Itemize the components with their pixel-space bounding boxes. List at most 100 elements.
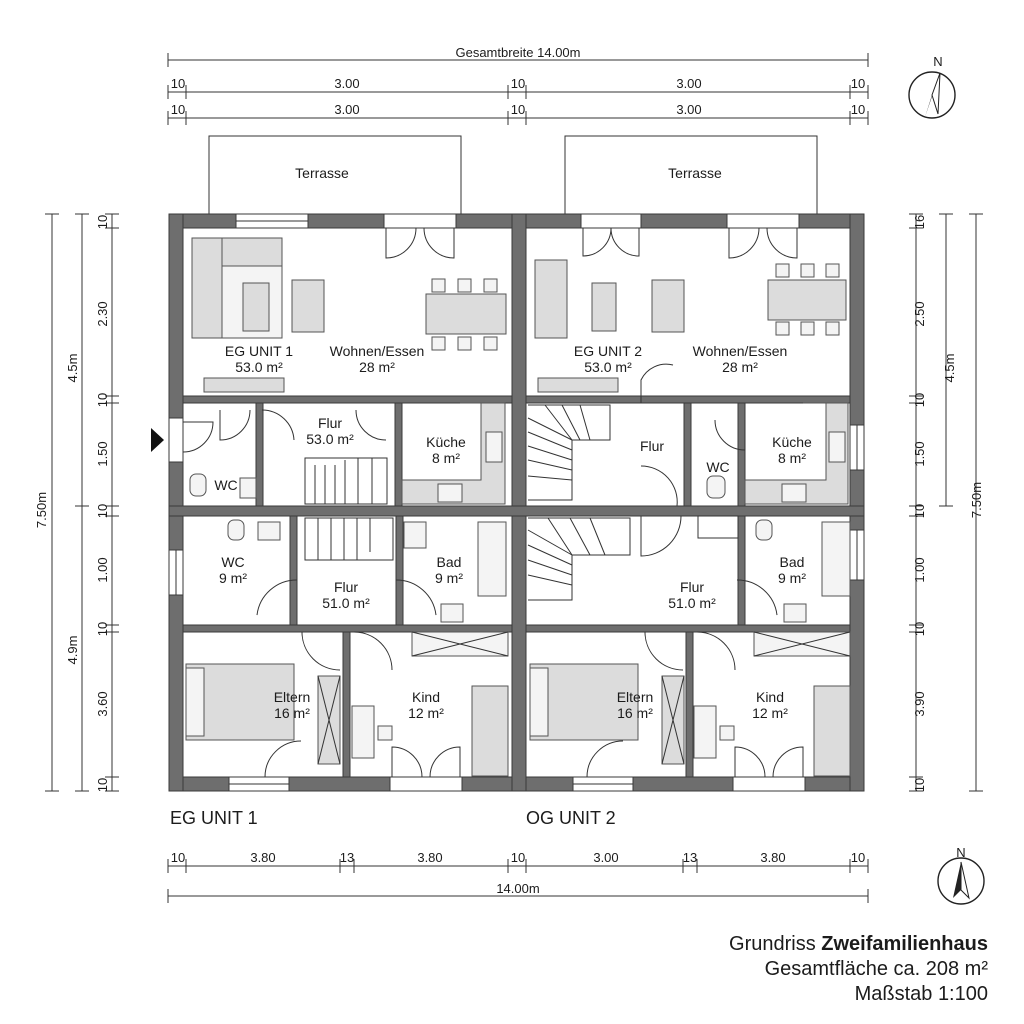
room-living2-area: 28 m² (722, 359, 758, 375)
north-arrow-bottom-icon: N (937, 845, 985, 905)
dim-row2-d: 3.00 (676, 102, 701, 117)
title-prefix: Grundriss (729, 933, 822, 955)
room-labels: EG UNIT 1 53.0 m² Wohnen/Essen 28 m² Flu… (214, 343, 812, 721)
dim-right-seg-4: 1.50 (912, 441, 927, 466)
room-bad1-name: Bad (437, 554, 462, 570)
room-kitchen2-area: 8 m² (778, 450, 806, 466)
dim-row1-c: 10 (511, 76, 525, 91)
stairs (304, 404, 739, 601)
room-flur1-name: Flur (318, 415, 342, 431)
room-kind1-area: 12 m² (408, 705, 444, 721)
dim-right-outer: 7.50m (969, 482, 984, 518)
dim-left-seg-7: 10 (95, 622, 110, 636)
title-line-1: Grundriss Zweifamilienhaus (729, 932, 988, 957)
dim-right-seg-1: 16 (912, 215, 927, 229)
dim-left-lower: 4.9m (65, 636, 80, 665)
dim-left-seg-2: 2.30 (95, 301, 110, 326)
dim-row1-e: 10 (851, 76, 865, 91)
room-living1-area: 28 m² (359, 359, 395, 375)
left-dimensions: 7.50m 4.5m 4.9m 10 2.30 10 1.50 10 1.00 … (34, 213, 119, 792)
room-wc1-name: WC (214, 477, 237, 493)
title-line-2: Gesamtfläche ca. 208 m² (764, 958, 988, 980)
bottom-dimensions: 10 3.80 13 3.80 10 3.00 13 3.80 10 14.00… (167, 850, 869, 903)
room-unit1-area: 53.0 m² (235, 359, 283, 375)
dim-bottom-3: 13 (340, 850, 354, 865)
room-kitchen1-name: Küche (426, 434, 466, 450)
dim-right-seg-7: 10 (912, 622, 927, 636)
terrace-label-2: Terrasse (668, 165, 722, 181)
dim-right-seg-6: 1.00 (912, 557, 927, 582)
unit-label-1: EG UNIT 1 (170, 808, 258, 828)
dim-left-seg-6: 1.00 (95, 557, 110, 582)
dim-left-upper: 4.5m (65, 354, 80, 383)
room-eltern1-area: 16 m² (274, 705, 310, 721)
dim-right-seg-9: 10 (912, 778, 927, 792)
title-bold: Zweifamilienhaus (821, 933, 988, 955)
room-eltern2-name: Eltern (617, 689, 654, 705)
room-kitchen2-name: Küche (772, 434, 812, 450)
terraces: Terrasse Terrasse (208, 135, 818, 214)
dim-bottom-8: 3.80 (760, 850, 785, 865)
dim-bottom-1: 10 (171, 850, 185, 865)
dim-left-seg-4: 1.50 (95, 441, 110, 466)
room-wc3-area: 9 m² (219, 570, 247, 586)
dim-bottom-4: 3.80 (417, 850, 442, 865)
room-flur3-area: 51.0 m² (322, 595, 370, 611)
room-living2-name: Wohnen/Essen (693, 343, 788, 359)
dim-left-seg-9: 10 (95, 778, 110, 792)
dim-row1-a: 10 (171, 76, 185, 91)
room-kind2-area: 12 m² (752, 705, 788, 721)
dim-row2-c: 10 (511, 102, 525, 117)
room-flur4-area: 51.0 m² (668, 595, 716, 611)
dim-bottom-6: 3.00 (593, 850, 618, 865)
dim-bottom-2: 3.80 (250, 850, 275, 865)
dim-right-seg-3: 10 (912, 393, 927, 407)
dim-row2-e: 10 (851, 102, 865, 117)
room-flur3-name: Flur (334, 579, 358, 595)
dim-right-seg-2: 2.50 (912, 301, 927, 326)
dim-left-seg-1: 10 (95, 215, 110, 229)
dim-left-seg-5: 10 (95, 504, 110, 518)
dim-row2-a: 10 (171, 102, 185, 117)
room-wc3-name: WC (221, 554, 244, 570)
room-flur1-area: 53.0 m² (306, 431, 354, 447)
dim-bottom-5: 10 (511, 850, 525, 865)
top-dimensions: Gesamtbreite 14.00m 10 3.00 10 3.00 10 1… (167, 45, 869, 125)
room-flur2-name: Flur (640, 438, 664, 454)
dim-right-seg-8: 3.90 (912, 691, 927, 716)
room-flur4-name: Flur (680, 579, 704, 595)
dim-bottom-7: 13 (683, 850, 697, 865)
title-line-3: Maßstab 1:100 (854, 983, 988, 1005)
room-living1-name: Wohnen/Essen (330, 343, 425, 359)
dim-left-seg-8: 3.60 (95, 691, 110, 716)
room-bad2-area: 9 m² (778, 570, 806, 586)
dim-row1-d: 3.00 (676, 76, 701, 91)
room-unit2-area: 53.0 m² (584, 359, 632, 375)
right-dimensions: 16 2.50 10 1.50 10 1.00 10 3.90 10 4.5m … (909, 213, 984, 792)
dim-left-outer: 7.50m (34, 492, 49, 528)
room-unit1-name: EG UNIT 1 (225, 343, 293, 359)
room-kind2-name: Kind (756, 689, 784, 705)
room-kind1-name: Kind (412, 689, 440, 705)
room-bad2-name: Bad (780, 554, 805, 570)
dim-total-width: Gesamtbreite 14.00m (455, 45, 580, 60)
room-eltern2-area: 16 m² (617, 705, 653, 721)
unit-label-2: OG UNIT 2 (526, 808, 616, 828)
north-label-bottom: N (956, 845, 965, 860)
door-swings (182, 227, 804, 778)
room-eltern1-name: Eltern (274, 689, 311, 705)
furniture (185, 237, 851, 777)
walls (168, 213, 865, 792)
dim-row2-b: 3.00 (334, 102, 359, 117)
dim-right-upper: 4.5m (942, 354, 957, 383)
room-bad1-area: 9 m² (435, 570, 463, 586)
north-label: N (933, 54, 942, 69)
title-block: Grundriss Zweifamilienhaus Gesamtfläche … (729, 932, 988, 1007)
dim-bottom-total: 14.00m (496, 881, 539, 896)
entrance-arrow-icon (151, 428, 164, 452)
dim-left-seg-3: 10 (95, 393, 110, 407)
terrace-label-1: Terrasse (295, 165, 349, 181)
dim-bottom-9: 10 (851, 850, 865, 865)
dim-row1-b: 3.00 (334, 76, 359, 91)
